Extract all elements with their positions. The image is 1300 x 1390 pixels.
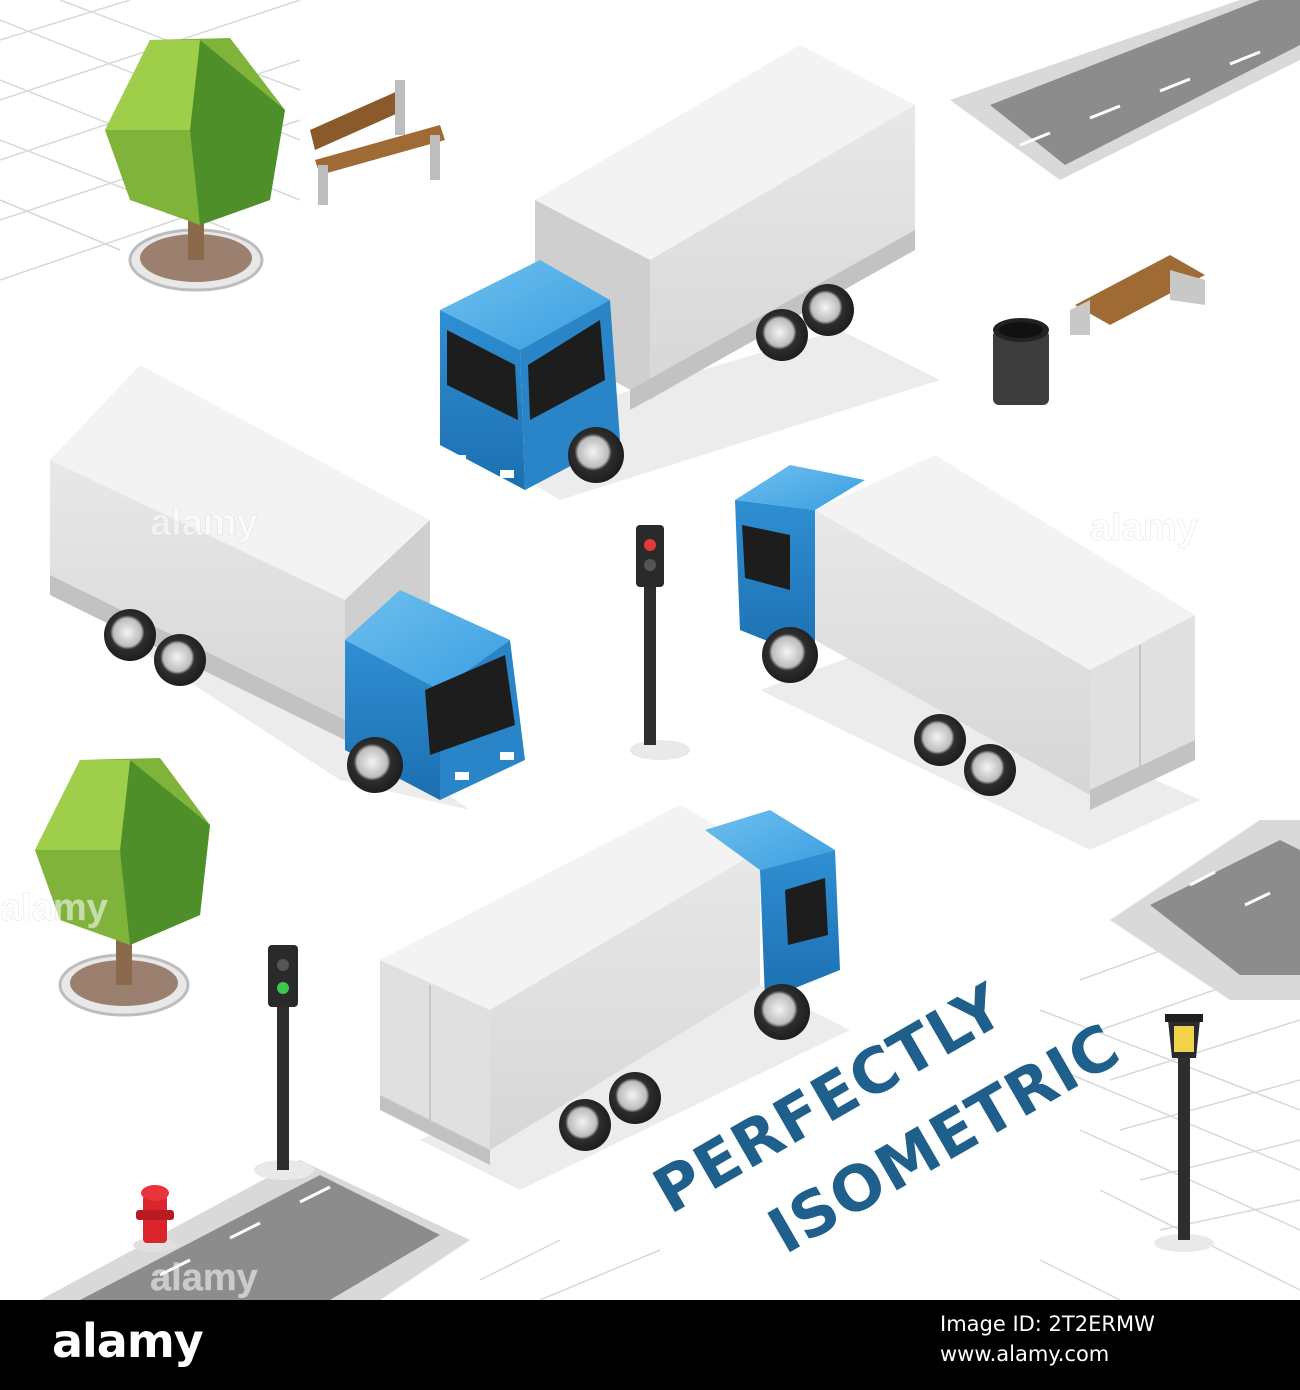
road-bottom-left: [40, 1160, 470, 1300]
footer-bar: alamy Image ID: 2T2ERMW www.alamy.com: [0, 1300, 1300, 1390]
road-mid-right: [1110, 820, 1300, 1000]
traffic-light-icon: [254, 945, 314, 1180]
bench-icon: [1070, 255, 1205, 335]
fire-hydrant-icon: [133, 1185, 177, 1252]
watermark-text: alamy: [0, 887, 108, 929]
road-top-right: [950, 0, 1300, 180]
trash-can-icon: [993, 318, 1049, 405]
tree-icon: [35, 758, 210, 1017]
tree-icon: [105, 38, 285, 292]
street-lamp-icon: [1154, 1014, 1214, 1252]
traffic-light-icon: [630, 525, 690, 760]
truck-icon: [50, 365, 525, 810]
bench-icon: [310, 80, 445, 205]
footer-url: www.alamy.com: [940, 1342, 1110, 1366]
watermark-text: alamy: [1090, 507, 1198, 549]
watermark-text: alamy: [150, 502, 258, 544]
truck-icon: [440, 45, 940, 500]
scene-canvas: alamy alamy alamy alamy PERFECTLY ISOMET…: [0, 0, 1300, 1300]
isometric-scene: alamy alamy alamy alamy PERFECTLY ISOMET…: [0, 0, 1300, 1300]
watermark-text: alamy: [150, 1257, 258, 1299]
footer-logo: alamy: [52, 1314, 204, 1368]
truck-icon: [380, 805, 850, 1190]
footer-info: Image ID: 2T2ERMW www.alamy.com: [940, 1312, 1260, 1366]
footer-image-id: Image ID: 2T2ERMW: [940, 1312, 1155, 1336]
truck-icon: [735, 455, 1200, 850]
